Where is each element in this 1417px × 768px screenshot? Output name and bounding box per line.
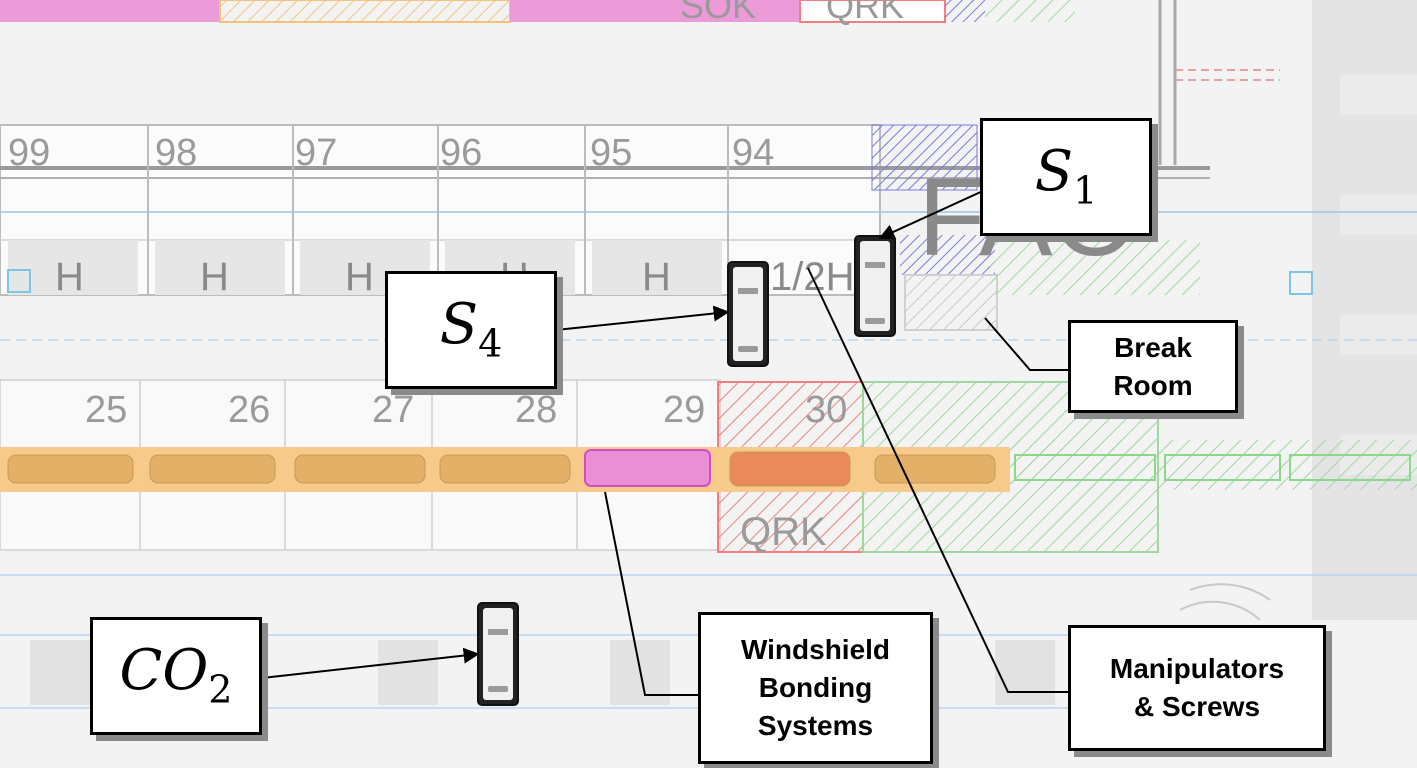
label-break-room: Break Room [1068, 320, 1238, 413]
s1-symbol: S1 [1034, 139, 1098, 213]
arrow-co2 [261, 647, 480, 679]
s4-symbol: S4 [439, 292, 503, 366]
station-number-27: 27 [372, 389, 414, 431]
label-windshield-bonding-systems: Windshield Bonding Systems [698, 612, 933, 764]
h-label-1: H [55, 255, 84, 299]
leader-break-room [984, 317, 1068, 371]
co2-symbol: CO2 [119, 638, 233, 712]
station-number-28: 28 [515, 389, 557, 431]
station-number-98: 98 [155, 132, 197, 174]
leader-windshield [604, 491, 700, 696]
arrow-s1 [878, 189, 986, 240]
label-co2: CO2 [90, 617, 262, 735]
arrow-s4 [555, 305, 730, 331]
sensor-device-s4 [727, 261, 769, 367]
station-number-95: 95 [590, 132, 632, 174]
h-label-3: H [345, 255, 374, 299]
station-number-94: 94 [732, 132, 774, 174]
station-number-97: 97 [295, 132, 337, 174]
h-label-2: H [200, 255, 229, 299]
windshield-bonding-zone [584, 449, 711, 487]
station-number-29: 29 [663, 389, 705, 431]
label-s4: S4 [385, 271, 557, 389]
sensor-device-co2 [477, 602, 519, 706]
zone-label-top-left: SOK [680, 0, 756, 26]
zone-label-qrk: QRK [740, 510, 827, 554]
sensor-device-s1 [854, 235, 896, 337]
zone-label-top-mid: QRK [826, 0, 904, 26]
station-number-30: 30 [805, 389, 847, 431]
station-number-99: 99 [8, 132, 50, 174]
leader-manipulators [807, 267, 1068, 693]
label-s1: S1 [980, 118, 1152, 236]
label-manipulators-screws: Manipulators & Screws [1068, 625, 1326, 751]
station-number-25: 25 [85, 389, 127, 431]
station-number-96: 96 [440, 132, 482, 174]
station-number-26: 26 [228, 389, 270, 431]
h-label-5: H [642, 255, 671, 299]
